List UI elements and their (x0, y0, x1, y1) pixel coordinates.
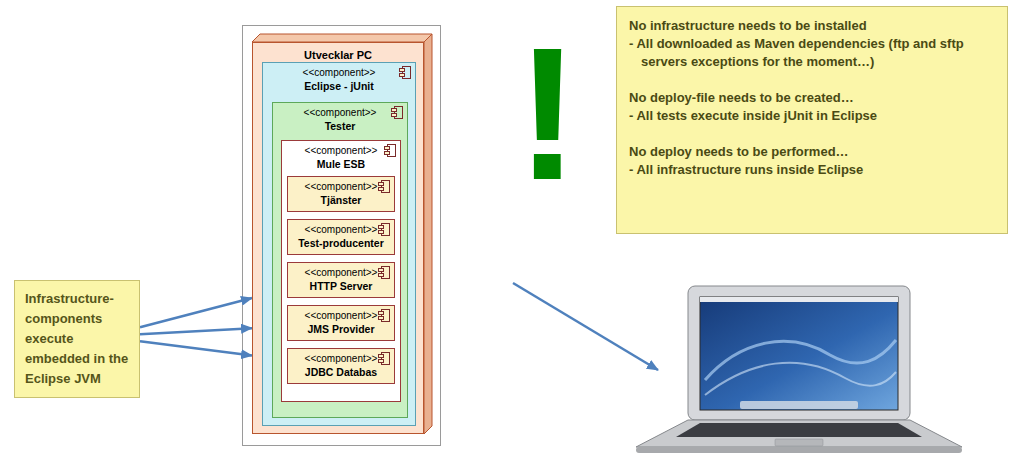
component-box: <<component>>Mule ESB<<component>>Tjänst… (281, 140, 401, 402)
note-heading: No infrastructure needs to be installed (629, 17, 995, 35)
icon-tab (392, 109, 397, 112)
icon-tab (379, 188, 384, 191)
note-heading: No deploy-file needs to be created… (629, 89, 995, 107)
icon-tab (379, 231, 384, 234)
connector-arrow (140, 341, 252, 355)
component-icon (399, 66, 411, 79)
component-box: <<component>>Tjänster (287, 176, 395, 212)
icon-tab (379, 226, 384, 229)
icon-tab (379, 274, 384, 277)
connector-arrow (140, 328, 252, 334)
component-box: <<component>>Test-producenter (287, 219, 395, 255)
stereotype-label: <<component>> (263, 63, 415, 79)
component-icon (378, 266, 390, 279)
icon-tab (385, 147, 390, 150)
menu-bar (700, 297, 898, 302)
callout-box: Infrastructure-components execute embedd… (14, 280, 140, 398)
component-icon (378, 309, 390, 322)
deployment-node: Utvecklar PC<<component>>Eclipse - jUnit… (252, 42, 424, 434)
screen-swirl (705, 363, 896, 395)
component-box: <<component>>JDBC Databas (287, 348, 395, 384)
icon-tab (379, 312, 384, 315)
component-name: JDBC Databas (288, 365, 394, 379)
laptop-illustration (636, 286, 962, 453)
laptop-lid (688, 286, 910, 420)
note-heading: No deploy needs to be performed… (629, 143, 995, 161)
dock (740, 401, 858, 409)
component-icon (378, 223, 390, 236)
note-item: - All tests execute inside jUnit in Ecli… (629, 107, 995, 125)
component-icon (378, 180, 390, 193)
component-name: Test-producenter (288, 236, 394, 250)
note-item: - All downloaded as Maven dependencies (… (629, 35, 995, 71)
stereotype-label: <<component>> (288, 220, 394, 236)
component-icon (378, 352, 390, 365)
stereotype-label: <<component>> (282, 141, 400, 157)
note-box: No infrastructure needs to be installed-… (616, 6, 1008, 234)
laptop-screen (700, 297, 898, 410)
component-box: <<component>>Eclipse - jUnit<<component>… (262, 62, 416, 426)
frame (243, 26, 441, 446)
exclamation-mark: ! (516, 18, 579, 208)
node-top-face (252, 34, 432, 42)
pointer-arrow (513, 283, 658, 370)
icon-tab (385, 152, 390, 155)
icon-tab (379, 269, 384, 272)
component-icon (391, 106, 403, 119)
note-item: - All infrastructure runs inside Eclipse (629, 161, 995, 179)
icon-tab (400, 69, 405, 72)
screen-swirl (705, 340, 896, 380)
component-icon (384, 144, 396, 157)
icon-tab (379, 183, 384, 186)
component-box: <<component>>JMS Provider (287, 305, 395, 341)
connector-arrow (140, 298, 252, 327)
trackpad (775, 439, 823, 446)
icon-tab (379, 360, 384, 363)
component-name: HTTP Server (288, 279, 394, 293)
stereotype-label: <<component>> (288, 177, 394, 193)
stereotype-label: <<component>> (288, 349, 394, 365)
component-name: Eclipse - jUnit (263, 79, 415, 93)
icon-tab (379, 355, 384, 358)
stereotype-label: <<component>> (273, 103, 407, 119)
icon-tab (379, 317, 384, 320)
laptop-base (636, 420, 962, 447)
component-name: Tjänster (288, 193, 394, 207)
component-name: Tester (273, 119, 407, 133)
component-box: <<component>>Tester<<component>>Mule ESB… (272, 102, 408, 418)
node-title: Utvecklar PC (253, 43, 423, 62)
component-name: JMS Provider (288, 322, 394, 336)
icon-tab (392, 114, 397, 117)
icon-tab (400, 74, 405, 77)
stereotype-label: <<component>> (288, 306, 394, 322)
component-name: Mule ESB (282, 157, 400, 171)
laptop-front-edge (636, 447, 962, 453)
stereotype-label: <<component>> (288, 263, 394, 279)
component-box: <<component>>HTTP Server (287, 262, 395, 298)
callout-text: Infrastructure-components execute embedd… (25, 289, 129, 389)
node-side-face (424, 34, 432, 434)
keyboard (676, 423, 922, 437)
